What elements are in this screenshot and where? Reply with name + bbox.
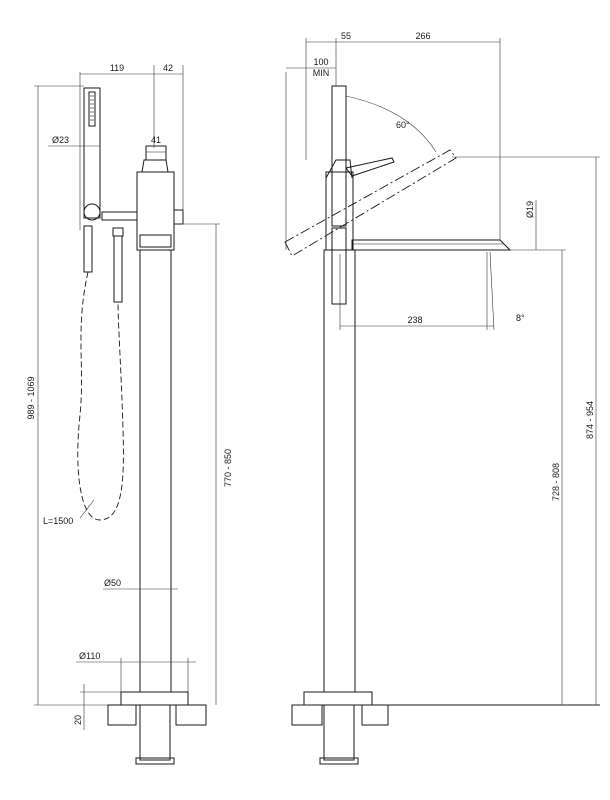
mixer-body-left — [136, 171, 175, 251]
dim-770-850: 770 - 850 — [223, 449, 233, 487]
dim-238: 238 — [407, 315, 422, 325]
hand-shower-left — [83, 87, 101, 219]
dim-100: 100 — [313, 57, 328, 67]
dim-diameter-110: Ø110 — [79, 651, 100, 661]
right-view: 60° 100 MIN 55 266 Ø19 238 8° 728 - 808 … — [284, 31, 600, 765]
hose-length: L=1500 — [43, 516, 73, 526]
dim-20: 20 — [73, 715, 83, 725]
floor-hatch-right-1 — [291, 704, 323, 726]
lower-pipe-right — [323, 704, 355, 761]
angle-8: 8° — [516, 313, 525, 323]
base-plate-left — [120, 691, 189, 706]
column-right — [323, 249, 356, 693]
dim-119: 119 — [110, 63, 124, 73]
base-plate-right — [303, 691, 373, 706]
floor-hatch-right-2 — [361, 704, 389, 726]
dim-diameter-50: Ø50 — [104, 578, 121, 588]
dim-989-1069: 989 - 1069 — [26, 376, 36, 419]
spout — [351, 239, 512, 251]
mixer-body-right — [325, 171, 354, 251]
dim-55: 55 — [341, 31, 351, 41]
floor-hatch-left-1 — [107, 704, 137, 726]
column-left — [139, 249, 172, 693]
dim-874-954: 874 - 954 — [585, 401, 595, 439]
hose-left — [77, 271, 124, 521]
dim-728-808: 728 - 808 — [551, 463, 561, 501]
dim-266: 266 — [415, 31, 430, 41]
hand-shower-right — [331, 85, 347, 227]
lever-swing-outline — [284, 149, 457, 257]
floor-hatch-left-2 — [175, 704, 207, 726]
lower-pipe-left — [139, 704, 171, 761]
left-view: 119 42 989 - 1069 Ø23 41 770 - 850 L=150… — [26, 63, 233, 765]
handle-knob-left — [145, 145, 167, 161]
dim-min: MIN — [313, 68, 330, 78]
dim-41: 41 — [151, 135, 161, 145]
dim-diameter-23: Ø23 — [52, 135, 69, 145]
dim-42: 42 — [163, 63, 173, 73]
dim-diameter-19: Ø19 — [525, 201, 535, 218]
angle-60: 60° — [396, 120, 410, 130]
lever-handle — [345, 157, 395, 177]
